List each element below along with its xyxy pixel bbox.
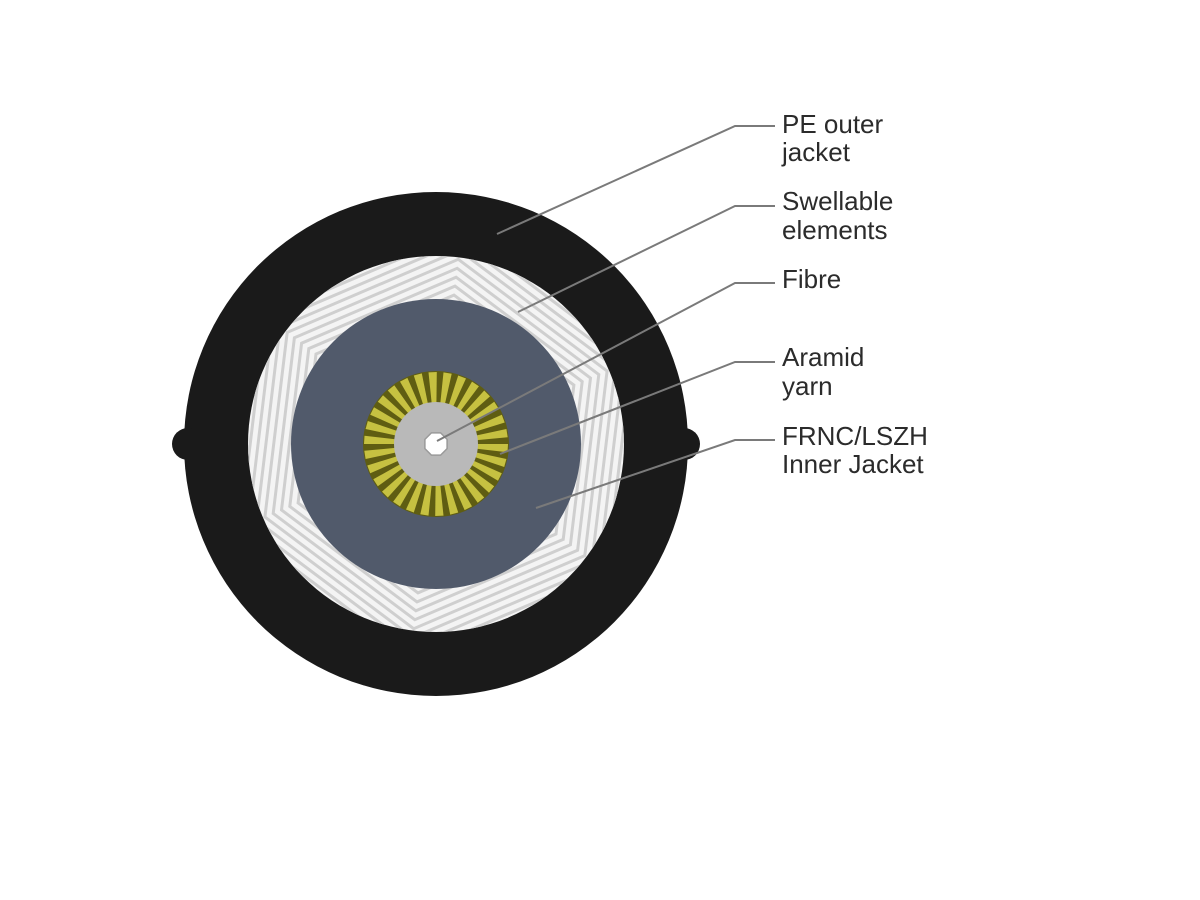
aramid-yarn-strands <box>364 372 508 516</box>
aramid-yarn-layer <box>363 371 509 517</box>
swellable-stripe <box>296 293 576 595</box>
aramid-strand <box>468 401 499 425</box>
leader-line-aramid-yarn <box>499 361 775 455</box>
leader-lines <box>436 125 775 509</box>
aramid-strand <box>373 463 404 487</box>
swellable-stripe <box>263 257 609 631</box>
label-inner-jacket-line2: Inner Jacket <box>782 449 924 479</box>
aramid-strand <box>400 377 421 410</box>
aramid-strand <box>462 390 490 418</box>
aramid-strand <box>470 460 502 481</box>
label-aramid-yarn-line2: yarn <box>782 371 833 401</box>
label-pe-outer-jacket-line2: jacket <box>781 137 851 167</box>
aramid-strand <box>465 467 495 493</box>
aramid-strand <box>406 480 424 513</box>
aramid-strand <box>393 476 416 507</box>
aramid-strand <box>435 483 444 516</box>
label-swellable-elements-line1: Swellable <box>782 186 893 216</box>
swellable-stripe <box>271 266 601 622</box>
aramid-strand <box>472 414 505 432</box>
aramid-strand <box>473 452 507 467</box>
aramid-strand <box>475 444 508 453</box>
swellable-stripe <box>288 284 584 604</box>
aramid-strand <box>387 385 413 415</box>
label-swellable-elements: Swellable elements <box>782 186 893 245</box>
label-inner-jacket: FRNC/LSZH Inner Jacket <box>782 421 928 479</box>
aramid-strand <box>451 478 472 511</box>
leader-line-inner-jacket <box>535 439 775 509</box>
label-aramid-yarn-line1: Aramid <box>782 342 864 372</box>
label-fibre-line1: Fibre <box>782 264 841 294</box>
label-pe-outer-jacket-line1: PE outer <box>782 109 884 139</box>
aramid-strand <box>413 373 429 406</box>
label-fibre: Fibre <box>782 264 841 294</box>
aramid-strand <box>364 447 397 459</box>
label-aramid-yarn: Aramid yarn <box>782 342 864 401</box>
aramid-strand <box>428 372 437 405</box>
aramid-strand <box>443 482 459 515</box>
aramid-strand <box>456 381 479 412</box>
aramid-strand <box>367 456 400 474</box>
aramid-strand <box>377 395 407 421</box>
aramid-strand <box>420 483 432 516</box>
aramid-strand <box>440 372 452 405</box>
leader-line-fibre <box>436 282 775 442</box>
outer-jacket-left-bump <box>172 428 204 460</box>
label-inner-jacket-line1: FRNC/LSZH <box>782 421 928 451</box>
label-swellable-elements-line2: elements <box>782 215 888 245</box>
aramid-strand <box>364 435 397 444</box>
swellable-stripe <box>279 275 593 613</box>
aramid-strand <box>448 375 466 408</box>
aramid-strand <box>475 429 508 441</box>
leader-line-pe-outer-jacket <box>496 125 775 235</box>
aramid-strand <box>459 473 485 503</box>
aramid-strand <box>370 407 402 428</box>
aramid-strand <box>382 470 410 498</box>
outer-jacket-right-bump <box>668 428 700 460</box>
leader-line-swellable-elements <box>517 205 775 313</box>
aramid-strand <box>365 421 399 436</box>
label-pe-outer-jacket: PE outer jacket <box>781 109 884 167</box>
fibre-core <box>424 432 448 456</box>
